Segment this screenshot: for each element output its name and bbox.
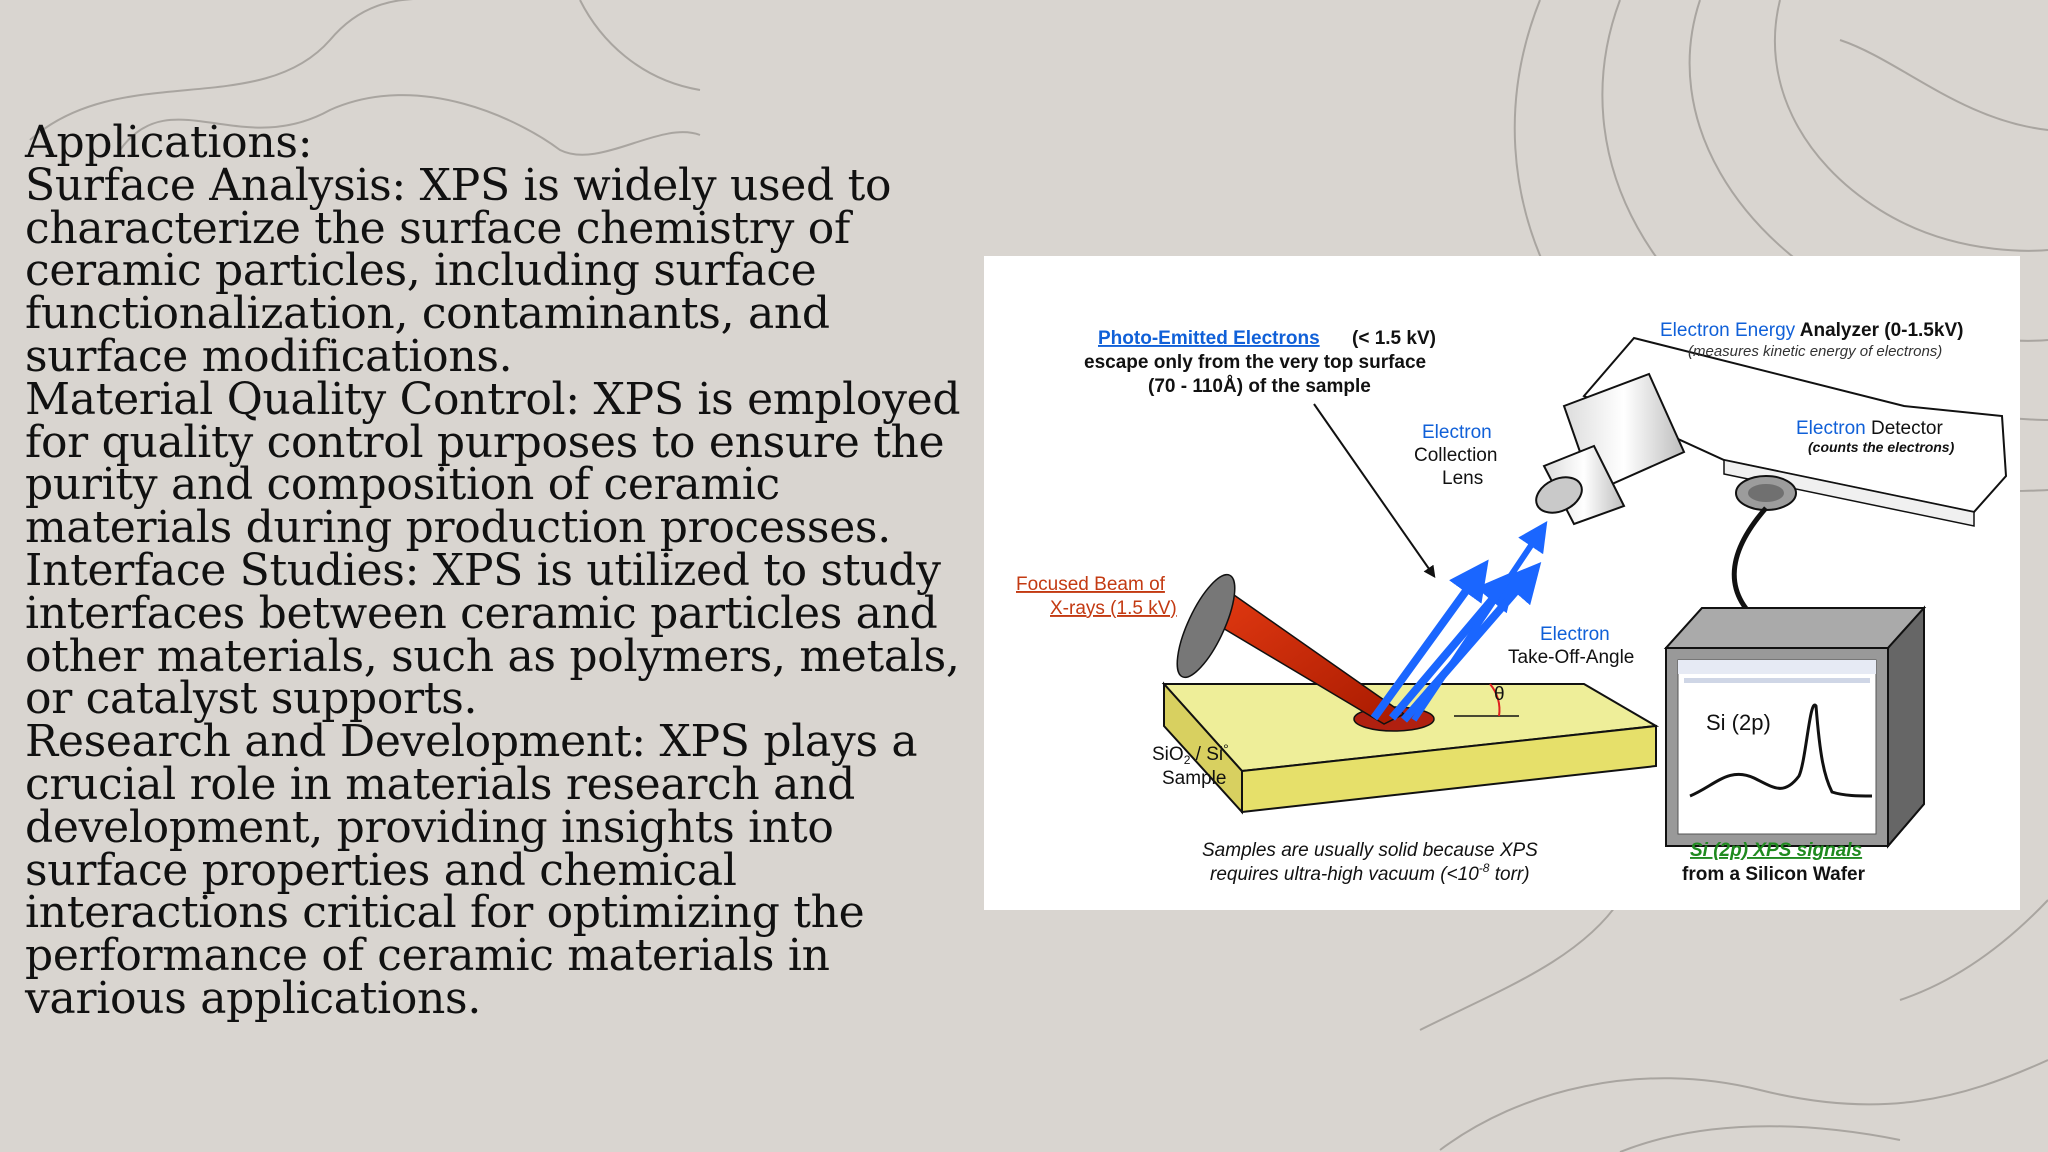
text-line: Interface Studies: XPS is utilized to st… xyxy=(25,544,941,596)
detector-label: Electron Detector xyxy=(1796,418,1943,439)
vacuum-line1: Samples are usually solid because XPS xyxy=(1202,840,1538,861)
text-line: surface modifications. xyxy=(25,330,513,382)
text-line: Research and Development: XPS plays a xyxy=(25,716,918,768)
sample-subscript: 2 xyxy=(1184,753,1191,767)
applications-text: Applications: Surface Analysis: XPS is w… xyxy=(25,117,975,1024)
photo-emitted-line2: escape only from the very top surface xyxy=(1084,352,1426,373)
analyzer-label: Electron Energy Analyzer (0-1.5kV) xyxy=(1660,320,1963,341)
signal-line2: from a Silicon Wafer xyxy=(1682,864,1866,885)
text-line: Applications: xyxy=(25,117,313,168)
photo-emitted-kv: (< 1.5 kV) xyxy=(1352,328,1436,349)
electron-arrows xyxy=(1370,521,1548,723)
xray-line1: Focused Beam of xyxy=(1016,574,1166,595)
detector-sub: (counts the electrons) xyxy=(1808,439,1955,455)
sample-block xyxy=(1161,681,1660,815)
sample-line1: SiO2 / Si° xyxy=(1152,741,1229,767)
takeoff-line1: Electron xyxy=(1540,624,1610,645)
text-line: or catalyst supports. xyxy=(25,673,478,725)
takeoff-line2: Take-Off-Angle xyxy=(1508,647,1634,668)
text-line: purity and composition of ceramic xyxy=(25,459,780,511)
detector-black: Detector xyxy=(1866,418,1944,439)
vacuum-text-b: torr) xyxy=(1489,864,1529,885)
photo-emitted-title: Photo-Emitted Electrons xyxy=(1098,328,1320,349)
vacuum-exponent: -8 xyxy=(1479,861,1490,875)
text-line: Material Quality Control: XPS is employe… xyxy=(25,373,961,425)
screen-si2p-label: Si (2p) xyxy=(1706,710,1771,735)
text-line: various applications. xyxy=(25,972,482,1024)
text-line: functionalization, contaminants, and xyxy=(25,288,830,340)
text-line: interfaces between ceramic particles and xyxy=(25,587,938,639)
signal-line1: Si (2p) XPS signals xyxy=(1690,840,1862,861)
text-line: characterize the surface chemistry of xyxy=(25,202,850,254)
sample-degree: ° xyxy=(1223,741,1229,757)
lens-line3: Lens xyxy=(1442,468,1483,489)
collection-lens xyxy=(1535,372,1686,526)
analyzer-black: Analyzer (0-1.5kV) xyxy=(1795,320,1963,341)
takeoff-angle: θ xyxy=(1454,683,1519,717)
text-line: development, providing insights into xyxy=(25,801,834,853)
xps-diagram-svg: θ Si (2p) xyxy=(1016,320,2008,885)
text-line: ceramic particles, including surface xyxy=(25,245,817,297)
vacuum-text-a: requires ultra-high vacuum (<10 xyxy=(1210,864,1479,885)
sample-line2: Sample xyxy=(1162,768,1226,789)
text-line: other materials, such as polymers, metal… xyxy=(25,630,960,682)
vacuum-line2: requires ultra-high vacuum (<10-8 torr) xyxy=(1210,861,1530,885)
text-line: surface properties and chemical xyxy=(25,844,737,896)
analyzer-blue: Electron Energy xyxy=(1660,320,1796,341)
lens-line2: Collection xyxy=(1414,445,1497,466)
photo-emitted-pointer xyxy=(1313,403,1436,578)
text-line: performance of ceramic materials in xyxy=(25,930,830,982)
analyzer-sub: (measures kinetic energy of electrons) xyxy=(1688,343,1942,360)
text-line: for quality control purposes to ensure t… xyxy=(25,416,945,468)
text-line: Surface Analysis: XPS is widely used to xyxy=(25,159,892,211)
sample-si: / Si xyxy=(1190,744,1223,765)
electron-energy-analyzer xyxy=(1582,336,2008,527)
xray-beam xyxy=(1176,573,1406,725)
text-line: crucial role in materials research and xyxy=(25,758,855,810)
lens-line1: Electron xyxy=(1422,422,1492,443)
text-line: materials during production processes. xyxy=(25,502,891,554)
photo-emitted-line3: (70 - 110Å) of the sample xyxy=(1148,376,1371,397)
detector-blue: Electron xyxy=(1796,418,1866,439)
theta-symbol: θ xyxy=(1494,684,1505,705)
text-line: interactions critical for optimizing the xyxy=(25,887,865,939)
sample-sio: SiO xyxy=(1152,744,1184,765)
detector-monitor: Si (2p) xyxy=(1663,605,1927,849)
xps-diagram: θ Si (2p) xyxy=(984,256,2020,910)
xray-line2: X-rays (1.5 kV) xyxy=(1050,598,1177,619)
